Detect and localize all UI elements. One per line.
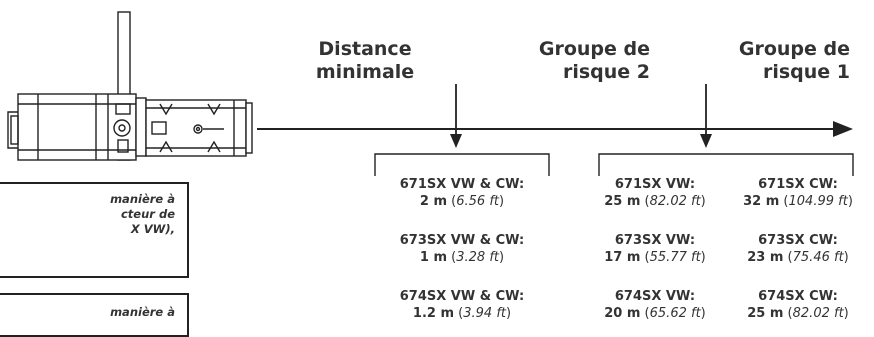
metric-distance: 2 m (419, 194, 448, 209)
note-1-line-2: cteur de (120, 207, 175, 221)
model-label: 674SX CW: (758, 289, 838, 304)
imperial-unit: ft (485, 194, 500, 209)
imperial-distance: 82.02 (792, 306, 830, 321)
imperial-distance: 6.56 (456, 194, 486, 209)
distance-cell-rg2-2: 673SX VW: 17 m (55.77 ft) (580, 232, 730, 266)
distance-cell-rg2-3: 674SX VW: 20 m (65.62 ft) (580, 288, 730, 322)
distance-cell-min-2: 673SX VW & CW: 1 m (3.28 ft) (387, 232, 537, 266)
model-label: 673SX VW: (614, 233, 696, 248)
min-distance-bracket (374, 153, 550, 176)
paren-open: ( (447, 194, 457, 209)
distance-axis-arrow (257, 121, 853, 137)
note-1-line-3: X VW), (130, 222, 175, 236)
heading-risk-group-1: Groupe de risque 1 (714, 38, 850, 84)
paren-close: ) (843, 306, 849, 321)
model-label: 674SX VW: (614, 289, 696, 304)
model-label: 674SX VW & CW: (399, 289, 525, 304)
metric-distance: 25 m (747, 306, 784, 321)
metric-distance: 1 m (419, 250, 448, 265)
paren-open: ( (779, 194, 789, 209)
metric-distance: 1.2 m (412, 306, 455, 321)
metric-distance: 17 m (604, 250, 641, 265)
model-label: 671SX VW & CW: (399, 177, 525, 192)
distance-cell-rg2-1: 671SX VW: 25 m (82.02 ft) (580, 176, 730, 210)
heading-min-distance-line2: minimale (315, 61, 415, 83)
heading-risk-group-1-line1: Groupe de (738, 38, 850, 60)
spotlight-fixture-illustration (7, 11, 253, 161)
imperial-unit: ft (686, 306, 701, 321)
paren-close: ) (700, 250, 706, 265)
model-label: 673SX CW: (758, 233, 838, 248)
note-1-line-1: manière à (110, 192, 175, 206)
paren-close: ) (700, 306, 706, 321)
imperial-unit: ft (686, 250, 701, 265)
heading-min-distance-line1: Distance (318, 38, 412, 60)
paren-open: ( (447, 250, 457, 265)
imperial-distance: 82.02 (649, 194, 687, 209)
heading-risk-group-2: Groupe de risque 2 (510, 38, 650, 84)
imperial-unit: ft (492, 306, 506, 321)
distance-cell-rg1-2: 673SX CW: 23 m (75.46 ft) (723, 232, 873, 266)
paren-close: ) (506, 306, 512, 321)
paren-open: ( (640, 306, 650, 321)
paren-open: ( (783, 250, 793, 265)
paren-close: ) (499, 194, 505, 209)
heading-min-distance: Distance minimale (295, 38, 435, 84)
min-distance-marker-arrow (450, 84, 462, 148)
paren-open: ( (454, 306, 464, 321)
paren-open: ( (783, 306, 793, 321)
imperial-distance: 3.28 (456, 250, 486, 265)
heading-risk-group-2-line1: Groupe de (538, 38, 650, 60)
metric-distance: 23 m (747, 250, 784, 265)
imperial-distance: 65.62 (649, 306, 687, 321)
imperial-distance: 3.94 (463, 306, 493, 321)
imperial-unit: ft (829, 250, 844, 265)
distance-cell-min-3: 674SX VW & CW: 1.2 m (3.94 ft) (387, 288, 537, 322)
metric-distance: 20 m (604, 306, 641, 321)
risk-groups-bracket (598, 153, 854, 176)
note-box-2: manière à (0, 293, 189, 337)
risk-group-marker-arrow (700, 84, 712, 148)
model-label: 671SX VW: (614, 177, 696, 192)
distance-cell-min-1: 671SX VW & CW: 2 m (6.56 ft) (387, 176, 537, 210)
imperial-distance: 104.99 (788, 194, 835, 209)
heading-risk-group-1-line2: risque 1 (762, 61, 850, 83)
note-box-1: manière à cteur de X VW), (0, 182, 189, 278)
imperial-distance: 55.77 (649, 250, 687, 265)
model-label: 671SX CW: (758, 177, 838, 192)
paren-close: ) (499, 250, 505, 265)
heading-risk-group-2-line2: risque 2 (562, 61, 650, 83)
paren-close: ) (700, 194, 706, 209)
model-label: 673SX VW & CW: (399, 233, 525, 248)
metric-distance: 32 m (743, 194, 780, 209)
paren-close: ) (843, 250, 849, 265)
imperial-unit: ft (829, 306, 844, 321)
note-2-line-1: manière à (110, 305, 175, 319)
imperial-distance: 75.46 (792, 250, 830, 265)
paren-close: ) (847, 194, 853, 209)
distance-cell-rg1-3: 674SX CW: 25 m (82.02 ft) (723, 288, 873, 322)
paren-open: ( (640, 194, 650, 209)
metric-distance: 25 m (604, 194, 641, 209)
imperial-unit: ft (686, 194, 701, 209)
imperial-unit: ft (485, 250, 500, 265)
paren-open: ( (640, 250, 650, 265)
imperial-unit: ft (834, 194, 848, 209)
distance-cell-rg1-1: 671SX CW: 32 m (104.99 ft) (723, 176, 873, 210)
